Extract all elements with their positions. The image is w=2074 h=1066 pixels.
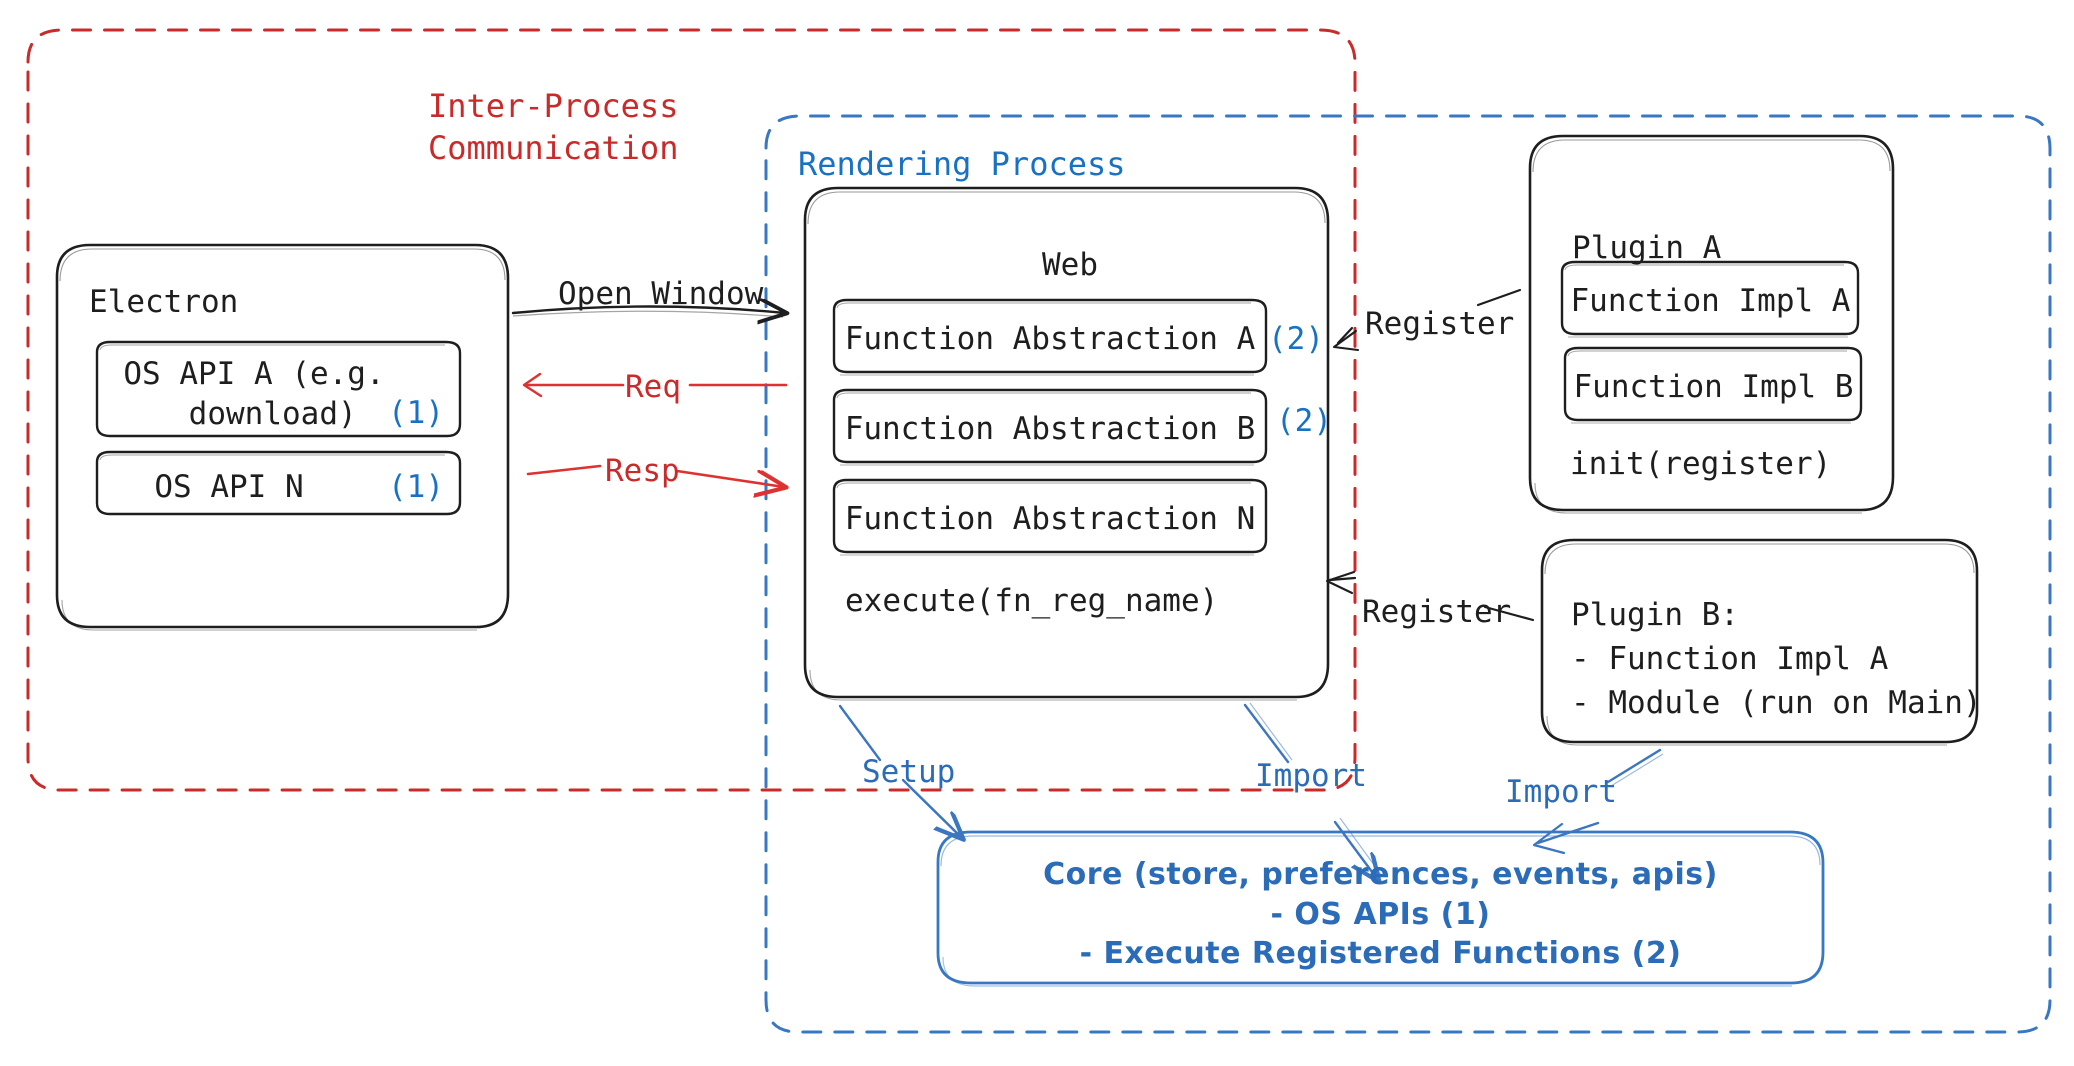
os-api-a-box-border — [95, 340, 462, 438]
function-abstraction-a-label: Function Abstraction A — [844, 321, 1256, 357]
ipc-container-border — [26, 28, 1357, 792]
os-api-n-label: OS API N — [154, 469, 304, 505]
arrow-import-web — [1243, 702, 1383, 880]
arrow-register-plugin-a — [1332, 288, 1522, 352]
arrow-setup-label: Setup — [862, 754, 956, 790]
core-box-text: Core (store, preferences, events, apis) … — [938, 855, 1823, 974]
arrow-resp-label: Resp — [605, 453, 680, 489]
plugin-b-title: Plugin B: — [1571, 597, 1739, 633]
function-impl-a-box-border — [1560, 260, 1860, 338]
function-impl-b-label: Function Impl B — [1573, 369, 1854, 405]
plugin-b-box-border — [1540, 538, 1979, 746]
web-title: Web — [1042, 247, 1098, 283]
os-api-n-marker: (1) — [388, 469, 444, 505]
os-api-a-line1: OS API A (e.g. — [123, 356, 385, 392]
function-impl-b-box-border — [1563, 346, 1863, 424]
function-abstraction-a-marker: (2) — [1268, 321, 1324, 357]
rendering-process-container-border — [764, 114, 2052, 1034]
rendering-process-label: Rendering Process — [798, 145, 1126, 183]
os-api-a-marker: (1) — [388, 395, 444, 431]
ipc-label-line1: Inter-Process — [428, 87, 679, 125]
arrow-register-plugin-a-label: Register — [1365, 306, 1515, 342]
plugin-a-init-label: init(register) — [1570, 446, 1832, 482]
function-abstraction-b-label: Function Abstraction B — [844, 411, 1256, 447]
core-line-2: - OS APIs (1) — [1270, 896, 1491, 932]
electron-title: Electron — [89, 284, 239, 320]
core-line-3: - Execute Registered Functions (2) — [1079, 936, 1682, 972]
os-api-n-box-border — [95, 450, 462, 516]
function-abstraction-a-box-border — [832, 298, 1268, 376]
arrow-open-window — [511, 307, 785, 318]
function-abstraction-n-label: Function Abstraction N — [844, 501, 1256, 537]
ipc-label-line2: Communication — [428, 129, 679, 168]
core-line-1: Core (store, preferences, events, apis) — [1043, 857, 1718, 892]
arrow-import-plugin-b — [1532, 748, 1664, 855]
arrow-resp — [526, 464, 784, 487]
arrow-req — [522, 372, 788, 398]
arrow-import-plugin-b-label: Import — [1505, 774, 1617, 810]
plugin-a-title: Plugin A — [1572, 230, 1722, 266]
function-abstraction-b-box-border — [832, 388, 1268, 466]
function-abstraction-b-marker: (2) — [1276, 403, 1332, 439]
arrow-register-plugin-b — [1325, 570, 1535, 622]
arrow-req-label: Req — [625, 369, 681, 405]
function-abstraction-n-box-border — [832, 478, 1268, 556]
os-api-a-label: OS API A (e.g. download) — [104, 354, 404, 435]
web-execute-label: execute(fn_reg_name) — [845, 583, 1219, 619]
arrow-open-window-label: Open Window — [558, 276, 764, 312]
arrow-import-web-label: Import — [1255, 758, 1367, 794]
function-impl-a-label: Function Impl A — [1570, 283, 1851, 319]
plugin-b-item-1: - Module (run on Main) — [1571, 685, 1982, 721]
core-box-border — [936, 830, 1825, 987]
plugin-b-item-0: - Function Impl A — [1571, 641, 1889, 677]
arrow-setup — [838, 704, 965, 843]
arrow-register-plugin-b-label: Register — [1362, 594, 1512, 630]
os-api-a-line2: download) — [151, 396, 357, 433]
